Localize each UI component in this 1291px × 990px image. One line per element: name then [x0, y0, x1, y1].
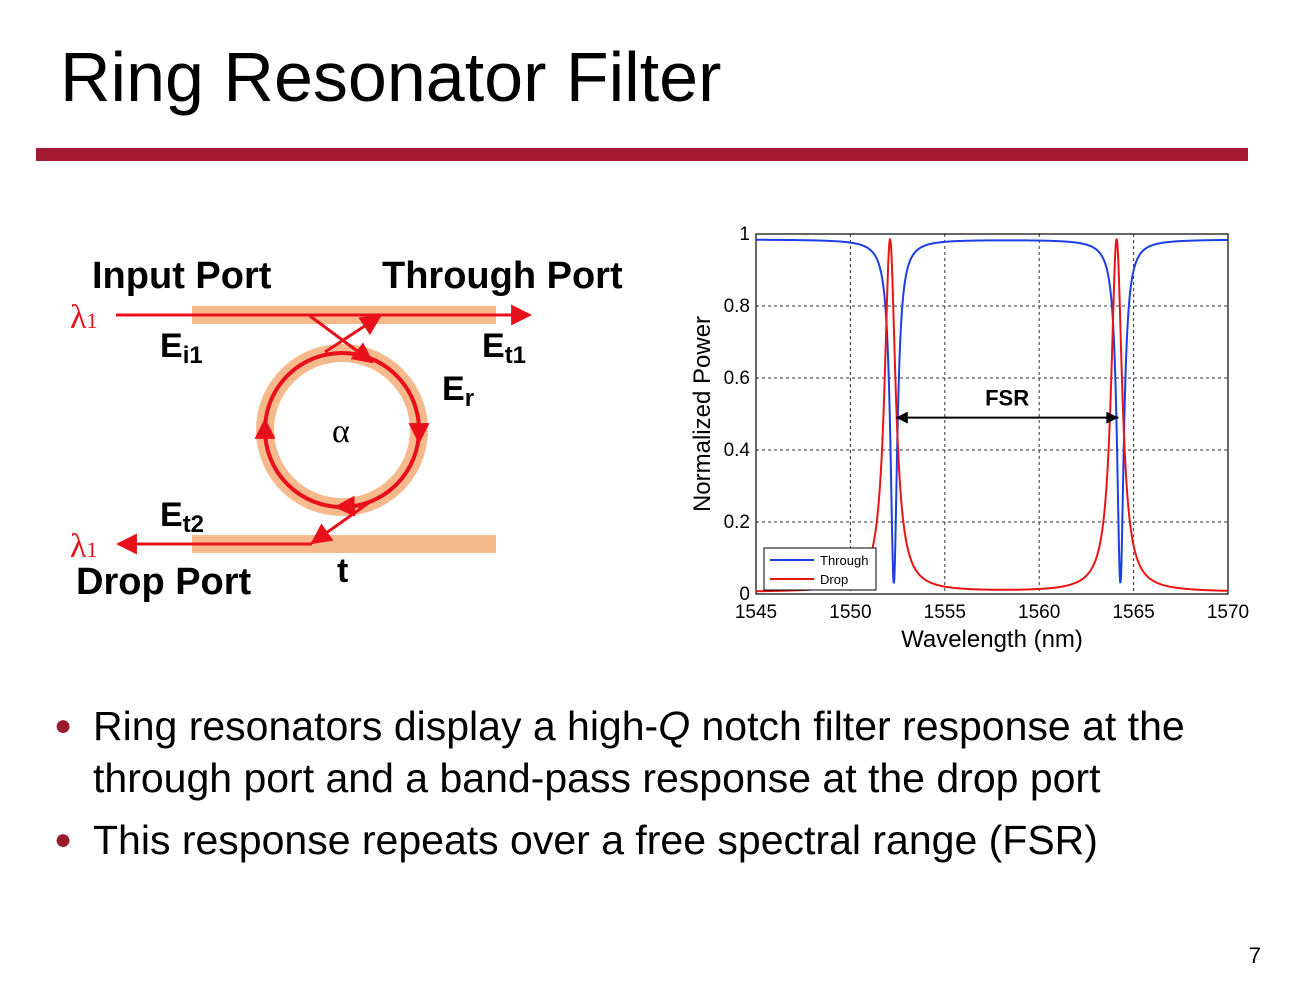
y-axis-label: Normalized Power — [689, 316, 716, 512]
t-label: t — [337, 552, 348, 590]
x-tick-label: 1570 — [1207, 602, 1249, 623]
x-tick-label: 1560 — [1018, 602, 1060, 623]
legend-through-label: Through — [820, 553, 868, 568]
coupling-in-line — [309, 314, 374, 364]
et2-label: Et2 — [160, 496, 204, 538]
x-tick-label: 1555 — [924, 602, 966, 623]
ring-arrow-bottom — [333, 495, 361, 517]
title-rule — [36, 148, 1248, 161]
bullet-dot: ● — [54, 709, 73, 742]
bullet-1-text: Ring resonators display a high- — [93, 703, 659, 749]
grid-layer — [756, 234, 1228, 594]
fsr-arrow-left-head — [895, 411, 908, 424]
y-tick-label: 1 — [739, 224, 750, 245]
plot-frame — [755, 233, 1229, 595]
fsr-annotation-label: FSR — [985, 386, 1029, 411]
legend-drop-label: Drop — [820, 572, 848, 587]
drop-coupling-line — [310, 500, 371, 545]
legend-box — [763, 547, 877, 591]
fsr-arrow-right-head — [1106, 411, 1119, 424]
coupling-out-line — [324, 314, 382, 354]
bullet-dot: ● — [54, 823, 73, 856]
series-through-line — [756, 238, 1229, 584]
drop-lambda-label: λ1 — [70, 528, 98, 565]
er-label: Er — [442, 370, 474, 412]
series-drop-line — [755, 238, 1229, 593]
et1-label: Et1 — [482, 327, 526, 369]
annotation-layer: FSR — [895, 386, 1119, 424]
chart-legend: Through Drop — [763, 547, 877, 591]
drop-port-label: Drop Port — [76, 561, 252, 603]
bottom-bus-waveguide — [192, 535, 496, 553]
bullet-item-1: ● Ring resonators display a high-Q notch … — [48, 700, 1283, 804]
bullet-list: ● Ring resonators display a high-Q notch … — [48, 700, 1283, 876]
ring-resonator-diagram: Input Port Through Port Drop Port λ1 λ1 … — [70, 255, 623, 603]
x-axis-label: Wavelength (nm) — [901, 626, 1083, 653]
tick-layer: 1545 1550 1555 1560 1565 1570 0 0.2 0.4 0.6 0.8 1 — [724, 224, 1250, 623]
x-tick-label: 1550 — [829, 602, 871, 623]
title-rule-bar — [36, 148, 1248, 161]
input-port-label: Input Port — [92, 255, 272, 297]
alpha-label: α — [332, 413, 350, 450]
bullet-2-text: This response repeats over a free spectr… — [93, 817, 1098, 863]
y-tick-label: 0.4 — [724, 440, 751, 461]
through-port-label: Through Port — [382, 255, 623, 297]
x-tick-label: 1545 — [735, 602, 777, 623]
slide-title: Ring Resonator Filter — [60, 38, 722, 116]
bullet-1-emphasis: Q — [658, 703, 691, 749]
transmission-chart: 1545 1550 1555 1560 1565 1570 0 0.2 0.4 0.6 0.8 1 F… — [689, 224, 1250, 653]
y-tick-label: 0.8 — [724, 296, 750, 317]
ei1-label: Ei1 — [160, 327, 203, 369]
bullet-1-text-rest: notch filter response at the through por… — [93, 703, 1185, 801]
series-layer — [755, 238, 1229, 593]
y-tick-label: 0 — [739, 584, 750, 605]
y-tick-label: 0.2 — [724, 512, 750, 533]
input-lambda-label: λ1 — [70, 299, 98, 336]
bullet-item-2: ● This response repeats over a free spect… — [48, 814, 1283, 866]
x-tick-label: 1565 — [1112, 602, 1154, 623]
y-tick-label: 0.6 — [724, 368, 750, 389]
page-number: 7 — [1248, 943, 1261, 968]
